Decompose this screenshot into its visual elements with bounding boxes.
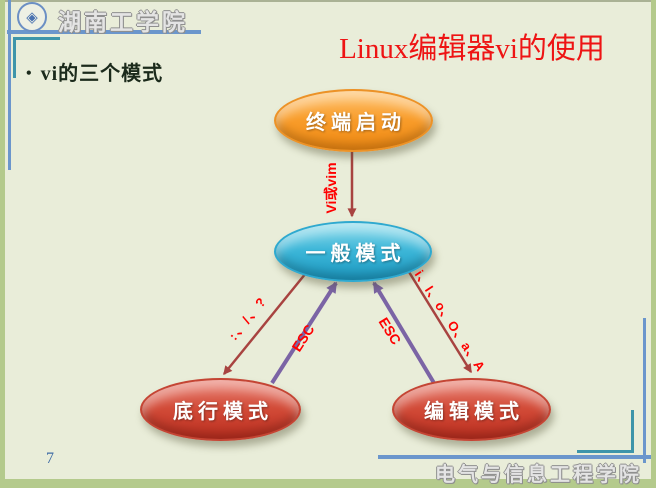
- bullet-item: • vi的三个模式: [26, 57, 163, 86]
- bullet-marker: •: [26, 65, 33, 82]
- bullet-text: vi的三个模式: [40, 63, 164, 85]
- slide-bottom-border: [0, 479, 656, 488]
- arrow-lastline-to-normal: [270, 281, 338, 385]
- node-edit-mode: 编辑模式: [392, 378, 551, 441]
- arrow-edit-to-normal: [372, 281, 436, 385]
- header-underline: [7, 30, 201, 34]
- department-name: 电气与信息工程学院: [435, 464, 642, 486]
- edge-label-vi-or-vim: Vi或vim: [323, 162, 339, 214]
- slide-right-border: [651, 0, 656, 488]
- arrow-normal-to-edit: [407, 271, 473, 374]
- footer-overline: [378, 455, 651, 459]
- arrow-normal-to-lastline: [223, 272, 307, 376]
- node-normal-mode: 一般模式: [274, 221, 432, 282]
- school-emblem-icon: ◈: [26, 8, 38, 26]
- slide-left-border: [0, 0, 5, 488]
- node-terminal-start: 终端启动: [274, 89, 433, 152]
- node-lastline-mode: 底行模式: [140, 378, 301, 441]
- bottom-right-corner-bracket: [577, 410, 634, 453]
- slide-top-edge: [0, 0, 656, 2]
- school-name: 湖南工学院: [58, 10, 188, 35]
- top-left-corner-bracket: [13, 37, 60, 78]
- right-vertical-rule: [643, 318, 646, 463]
- page-number: 7: [46, 450, 54, 467]
- slide-title: Linux编辑器vi的使用: [339, 33, 605, 65]
- school-logo: ◈: [17, 2, 47, 32]
- left-vertical-rule: [8, 0, 11, 170]
